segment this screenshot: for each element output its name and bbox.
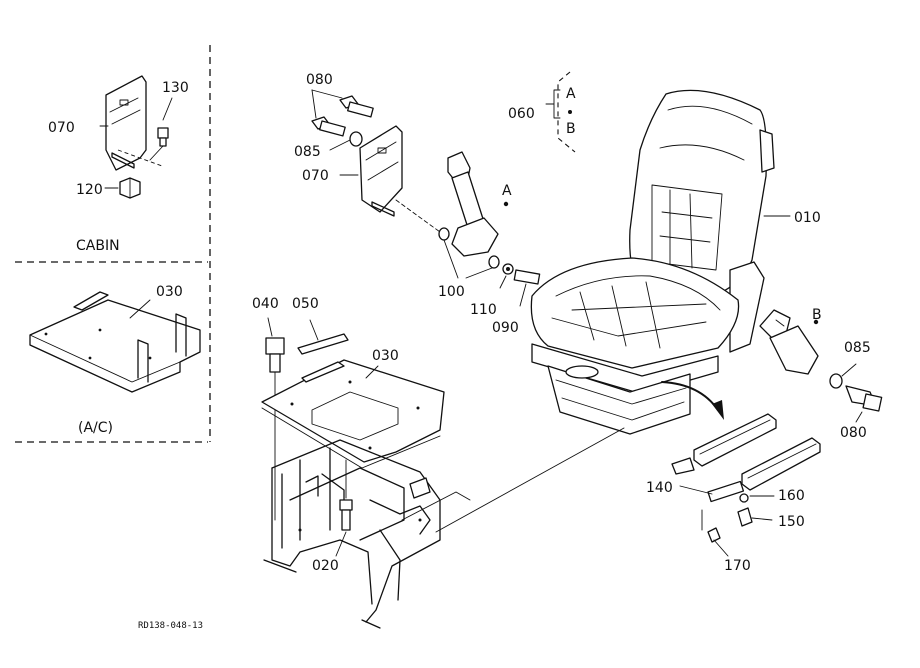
ref-b-belt-label: B — [812, 307, 822, 323]
label-090: 090 — [492, 320, 519, 336]
label-120: 120 — [76, 182, 103, 198]
label-010: 010 — [794, 210, 821, 226]
label-140: 140 — [646, 480, 673, 496]
section-dividers — [15, 45, 211, 443]
section-ac-title: (A/C) — [78, 420, 113, 436]
ref-a-label: A — [566, 86, 576, 102]
center-floor-plate-assembly — [261, 317, 445, 521]
label-060: 060 — [508, 106, 535, 122]
seatbelt-a-assembly — [438, 151, 541, 307]
ref-b-label: B — [566, 121, 576, 137]
label-170: 170 — [724, 558, 751, 574]
label-050: 050 — [292, 296, 319, 312]
ref-060-group — [545, 71, 576, 153]
ref-a-belt-label: A — [502, 183, 512, 199]
section-titles: CABIN (A/C) — [76, 238, 120, 436]
part-labels: 130 070 120 030 080 085 070 060 010 100 … — [48, 72, 871, 574]
label-070-main: 070 — [302, 168, 329, 184]
label-085-top: 085 — [294, 144, 321, 160]
section-cabin-title: CABIN — [76, 238, 120, 254]
center-frame-assembly — [263, 427, 625, 629]
center-bracket-assembly — [311, 89, 441, 233]
label-160: 160 — [778, 488, 805, 504]
slide-arrow — [661, 381, 724, 420]
label-070-cabin: 070 — [48, 120, 75, 136]
label-085-right: 085 — [844, 340, 871, 356]
label-040: 040 — [252, 296, 279, 312]
label-080-right: 080 — [840, 425, 867, 441]
seat-assembly — [530, 89, 791, 435]
label-150: 150 — [778, 514, 805, 530]
label-030-cabin: 030 — [156, 284, 183, 300]
label-020: 020 — [312, 558, 339, 574]
seatbelt-b-assembly — [759, 309, 883, 423]
ac-floor-plate-assembly — [29, 291, 201, 393]
label-110: 110 — [470, 302, 497, 318]
label-100: 100 — [438, 284, 465, 300]
label-030-main: 030 — [372, 348, 399, 364]
drawing-code: RD138-048-13 — [138, 621, 203, 631]
slide-rail-assembly — [671, 413, 821, 557]
cabin-bracket-assembly — [99, 75, 173, 199]
label-130: 130 — [162, 80, 189, 96]
label-080-top: 080 — [306, 72, 333, 88]
